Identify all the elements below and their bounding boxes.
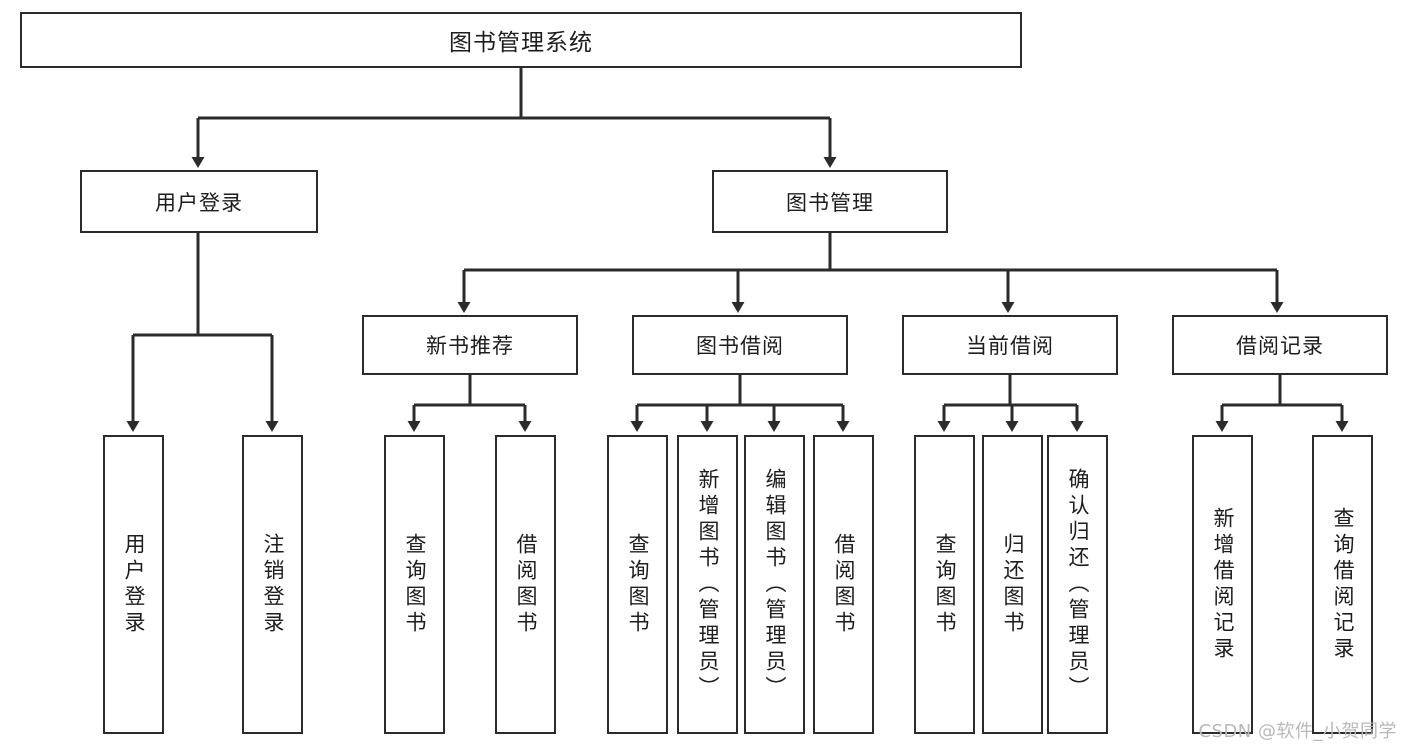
leaf-label: 编辑图书（管理员） (763, 467, 787, 702)
leaf-borrow-book-recommend[interactable]: 借阅图书 (495, 435, 556, 734)
leaf-query-borrow-record[interactable]: 查询借阅记录 (1312, 435, 1373, 734)
leaf-add-book-admin[interactable]: 新增图书（管理员） (677, 435, 738, 734)
node-label: 图书管理 (786, 190, 874, 215)
leaf-confirm-return-admin[interactable]: 确认归还（管理员） (1047, 435, 1108, 734)
leaf-label: 用户登录 (122, 532, 146, 637)
node-book-management[interactable]: 图书管理 (712, 170, 948, 233)
leaf-query-book-current[interactable]: 查询图书 (914, 435, 975, 734)
node-label: 用户登录 (155, 190, 243, 215)
node-label: 新书推荐 (426, 334, 514, 358)
node-label: 借阅记录 (1236, 334, 1324, 358)
leaf-label: 确认归还（管理员） (1066, 467, 1090, 702)
leaf-label: 查询借阅记录 (1331, 506, 1355, 663)
leaf-edit-book-admin[interactable]: 编辑图书（管理员） (744, 435, 805, 734)
leaf-label: 借阅图书 (514, 532, 538, 637)
leaf-label: 查询图书 (403, 532, 427, 637)
node-label: 图书借阅 (696, 334, 784, 358)
node-current-borrow[interactable]: 当前借阅 (902, 315, 1118, 375)
leaf-add-borrow-record[interactable]: 新增借阅记录 (1192, 435, 1253, 734)
node-root-system[interactable]: 图书管理系统 (20, 12, 1022, 68)
node-user-login[interactable]: 用户登录 (80, 170, 318, 233)
node-borrow-record[interactable]: 借阅记录 (1172, 315, 1388, 375)
leaf-label: 新增借阅记录 (1211, 506, 1235, 663)
node-book-borrow[interactable]: 图书借阅 (632, 315, 848, 375)
node-label: 当前借阅 (966, 334, 1054, 358)
leaf-return-book[interactable]: 归还图书 (982, 435, 1043, 734)
node-new-book-recommend[interactable]: 新书推荐 (362, 315, 578, 375)
leaf-label: 查询图书 (626, 532, 650, 637)
leaf-label: 借阅图书 (832, 532, 856, 637)
leaf-label: 注销登录 (261, 532, 285, 637)
leaf-query-book-borrow[interactable]: 查询图书 (607, 435, 668, 734)
watermark-text: CSDN @软件_小贺同学 (1198, 721, 1397, 742)
leaf-user-login[interactable]: 用户登录 (103, 435, 164, 734)
leaf-label: 新增图书（管理员） (696, 467, 720, 702)
leaf-label: 归还图书 (1001, 532, 1025, 637)
node-label: 图书管理系统 (449, 30, 593, 56)
leaf-borrow-book[interactable]: 借阅图书 (813, 435, 874, 734)
leaf-query-book-recommend[interactable]: 查询图书 (384, 435, 445, 734)
leaf-logout[interactable]: 注销登录 (242, 435, 303, 734)
leaf-label: 查询图书 (933, 532, 957, 637)
